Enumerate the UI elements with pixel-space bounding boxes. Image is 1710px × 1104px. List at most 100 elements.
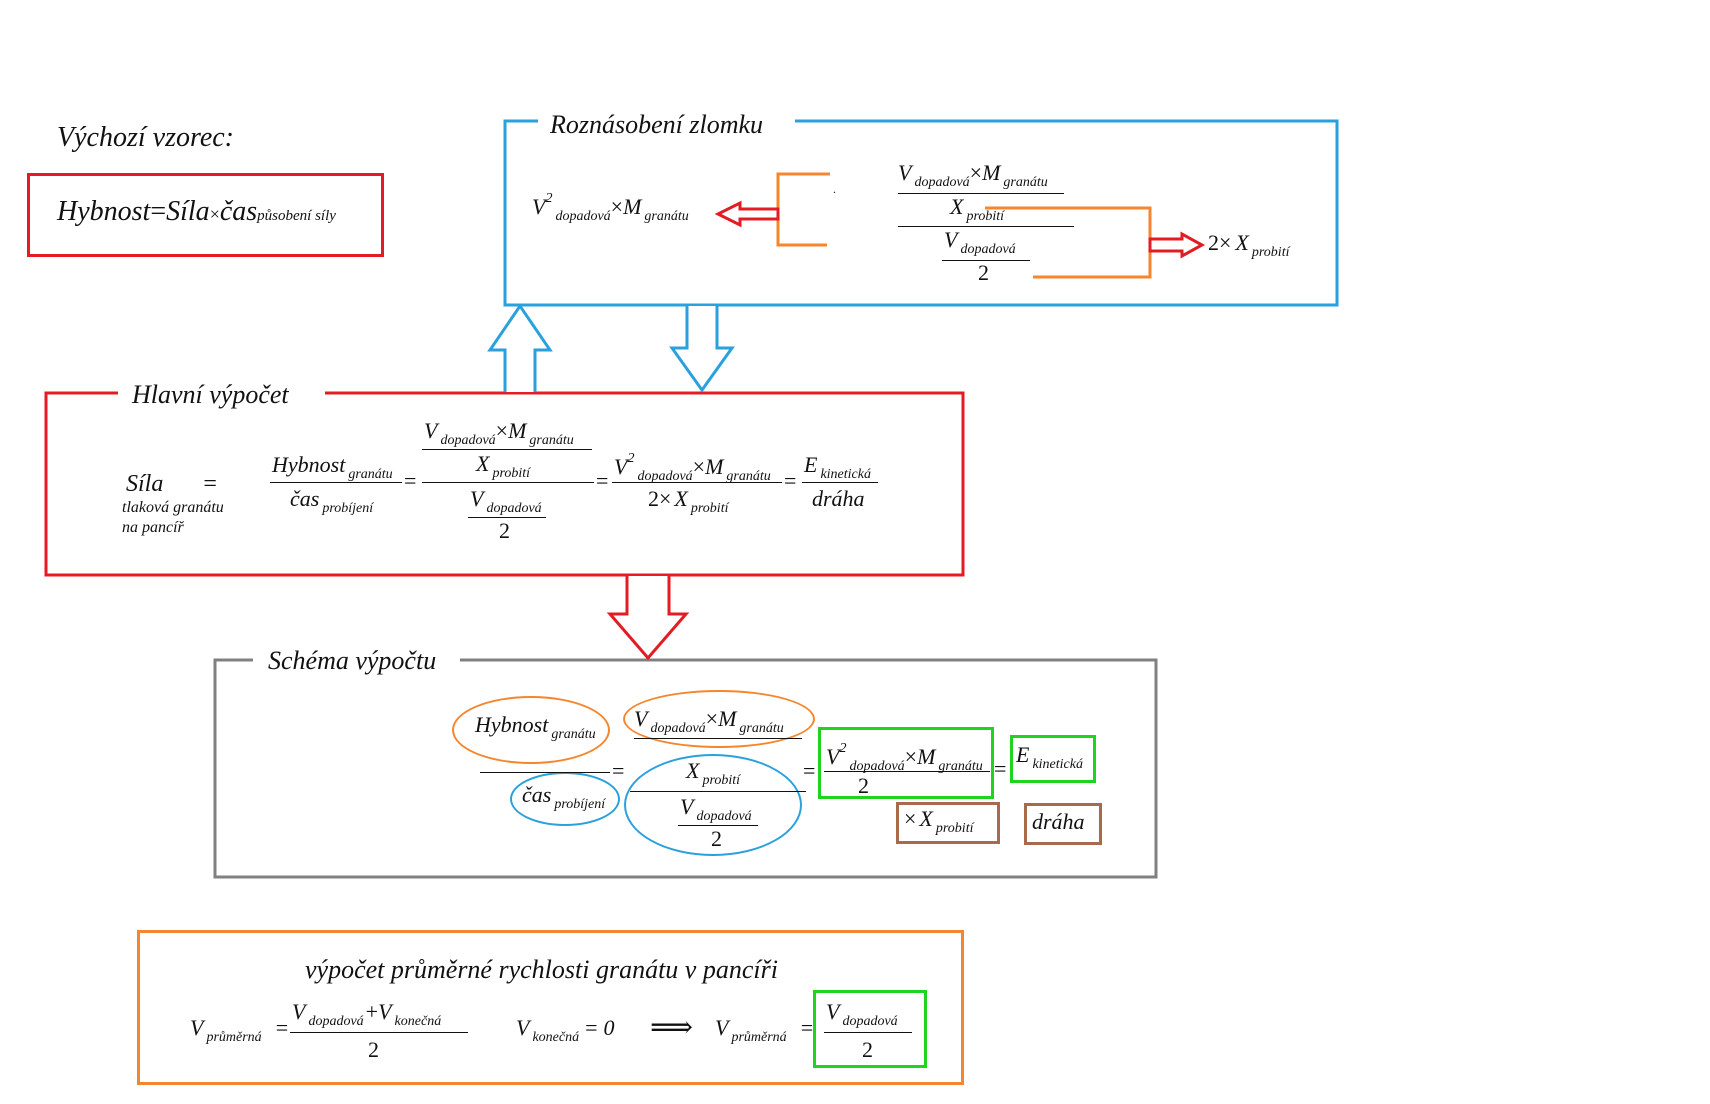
result-arrow-right (1148, 231, 1206, 259)
orange-ellipse-numerator (623, 690, 815, 748)
roz-dot: . (833, 182, 836, 196)
dopadova-subscript: dopadová (440, 433, 496, 448)
equals-sign: = (203, 471, 217, 497)
equals-3: = (784, 468, 797, 493)
orange-ellipse-hybnost (452, 696, 610, 764)
times-sign: × (904, 744, 918, 769)
granatu-subscript: granátu (529, 433, 574, 448)
probiti-subscript: probití (492, 466, 531, 481)
v-symbol: V (378, 999, 392, 1024)
prumerna-subscript: průměrná (731, 1030, 787, 1045)
sila-term: Síla (166, 196, 210, 227)
times-sign: × (692, 454, 706, 479)
equals-sign: = (150, 196, 167, 227)
main-fraction-bar-2 (422, 482, 594, 483)
start-formula: Hybnost=Síla×časpůsobení síly (57, 198, 336, 226)
dopadova-subscript: dopadová (960, 242, 1016, 257)
probiti-subscript: probití (935, 821, 974, 836)
dopadova-subscript: dopadová (555, 209, 611, 224)
main-fraction-bar-3 (612, 482, 782, 483)
roz-main-fraction-bar (898, 226, 1074, 227)
v-symbol: V (614, 454, 628, 479)
main-f2-inner-bar-top (422, 449, 592, 450)
schema-fraction-bar-1 (480, 772, 610, 773)
probijeni-subscript: probíjení (554, 797, 606, 812)
arrow-up-to-roznasobeni (487, 303, 553, 392)
dopadova-subscript: dopadová (914, 175, 970, 190)
roz-inner-fraction-bar-top (898, 193, 1064, 194)
x-symbol: X (674, 486, 688, 511)
m-symbol: M (982, 160, 1001, 185)
probiti-subscript: probití (690, 501, 729, 516)
roznasobeni-box-border (503, 119, 1339, 307)
schema-f2-den-two: 2 (711, 826, 722, 851)
hlavni-title: Hlavní výpočet (120, 382, 301, 408)
roz-inner-fraction-bar-bottom (942, 260, 1030, 261)
result-arrow-left (714, 200, 780, 228)
dopadova-subscript: dopadová (696, 809, 752, 824)
hybnost-term: Hybnost (475, 712, 549, 737)
schema-equals-2: = (803, 758, 816, 783)
dopadova-subscript: dopadová (650, 721, 706, 736)
dopadova-subscript: dopadová (849, 759, 905, 774)
cas-term: čas (219, 196, 258, 227)
sila-sub-line1: tlaková granátu (122, 499, 224, 516)
v-symbol: V (826, 999, 840, 1024)
konecna-subscript: konečná (394, 1014, 442, 1029)
e-symbol: E (1016, 742, 1030, 767)
cas-term: čas (290, 486, 320, 511)
dopadova-subscript: dopadová (308, 1014, 364, 1029)
square-exponent: 2 (839, 741, 847, 756)
schema-f2-inner-bar-bottom (678, 825, 758, 826)
equals-sign: = (585, 1015, 598, 1040)
granatu-subscript: granátu (938, 759, 983, 774)
equals-sign: = (275, 1015, 289, 1040)
main-fraction-bar-1 (270, 482, 402, 483)
x-symbol: X (919, 806, 933, 831)
granatu-subscript: granátu (1003, 175, 1048, 190)
average-speed-title: výpočet průměrné rychlosti granátu v pan… (305, 955, 778, 984)
x-symbol: X (950, 194, 964, 219)
times-sign: × (209, 204, 220, 224)
sila-sub-line2: na pancíř (122, 519, 184, 536)
hybnost-term: Hybnost (57, 196, 151, 227)
prumerna-subscript: průměrná (206, 1030, 262, 1045)
green-box-result (813, 990, 927, 1068)
granatu-subscript: granátu (739, 721, 784, 736)
m-symbol: M (917, 744, 936, 769)
v-symbol: V (826, 744, 840, 769)
schema-fraction-bar-3 (824, 771, 990, 772)
v-symbol: V (424, 418, 438, 443)
m-symbol: M (718, 706, 737, 731)
orange-bracket-left (776, 172, 830, 247)
v-symbol: V (715, 1015, 729, 1040)
times-sign: × (904, 806, 917, 831)
hybnost-term: Hybnost (272, 452, 346, 477)
avg-denominator-two: 2 (368, 1037, 379, 1062)
cas-term: čas (522, 782, 552, 807)
v-symbol: V (516, 1015, 530, 1040)
granatu-subscript: granátu (348, 467, 393, 482)
green-box-kineticka (1010, 735, 1096, 783)
kineticka-subscript: kinetická (1032, 757, 1083, 772)
schema-equals-1: = (612, 758, 625, 783)
main-fraction-bar-4 (802, 482, 878, 483)
avg-fraction-bar (290, 1032, 468, 1033)
